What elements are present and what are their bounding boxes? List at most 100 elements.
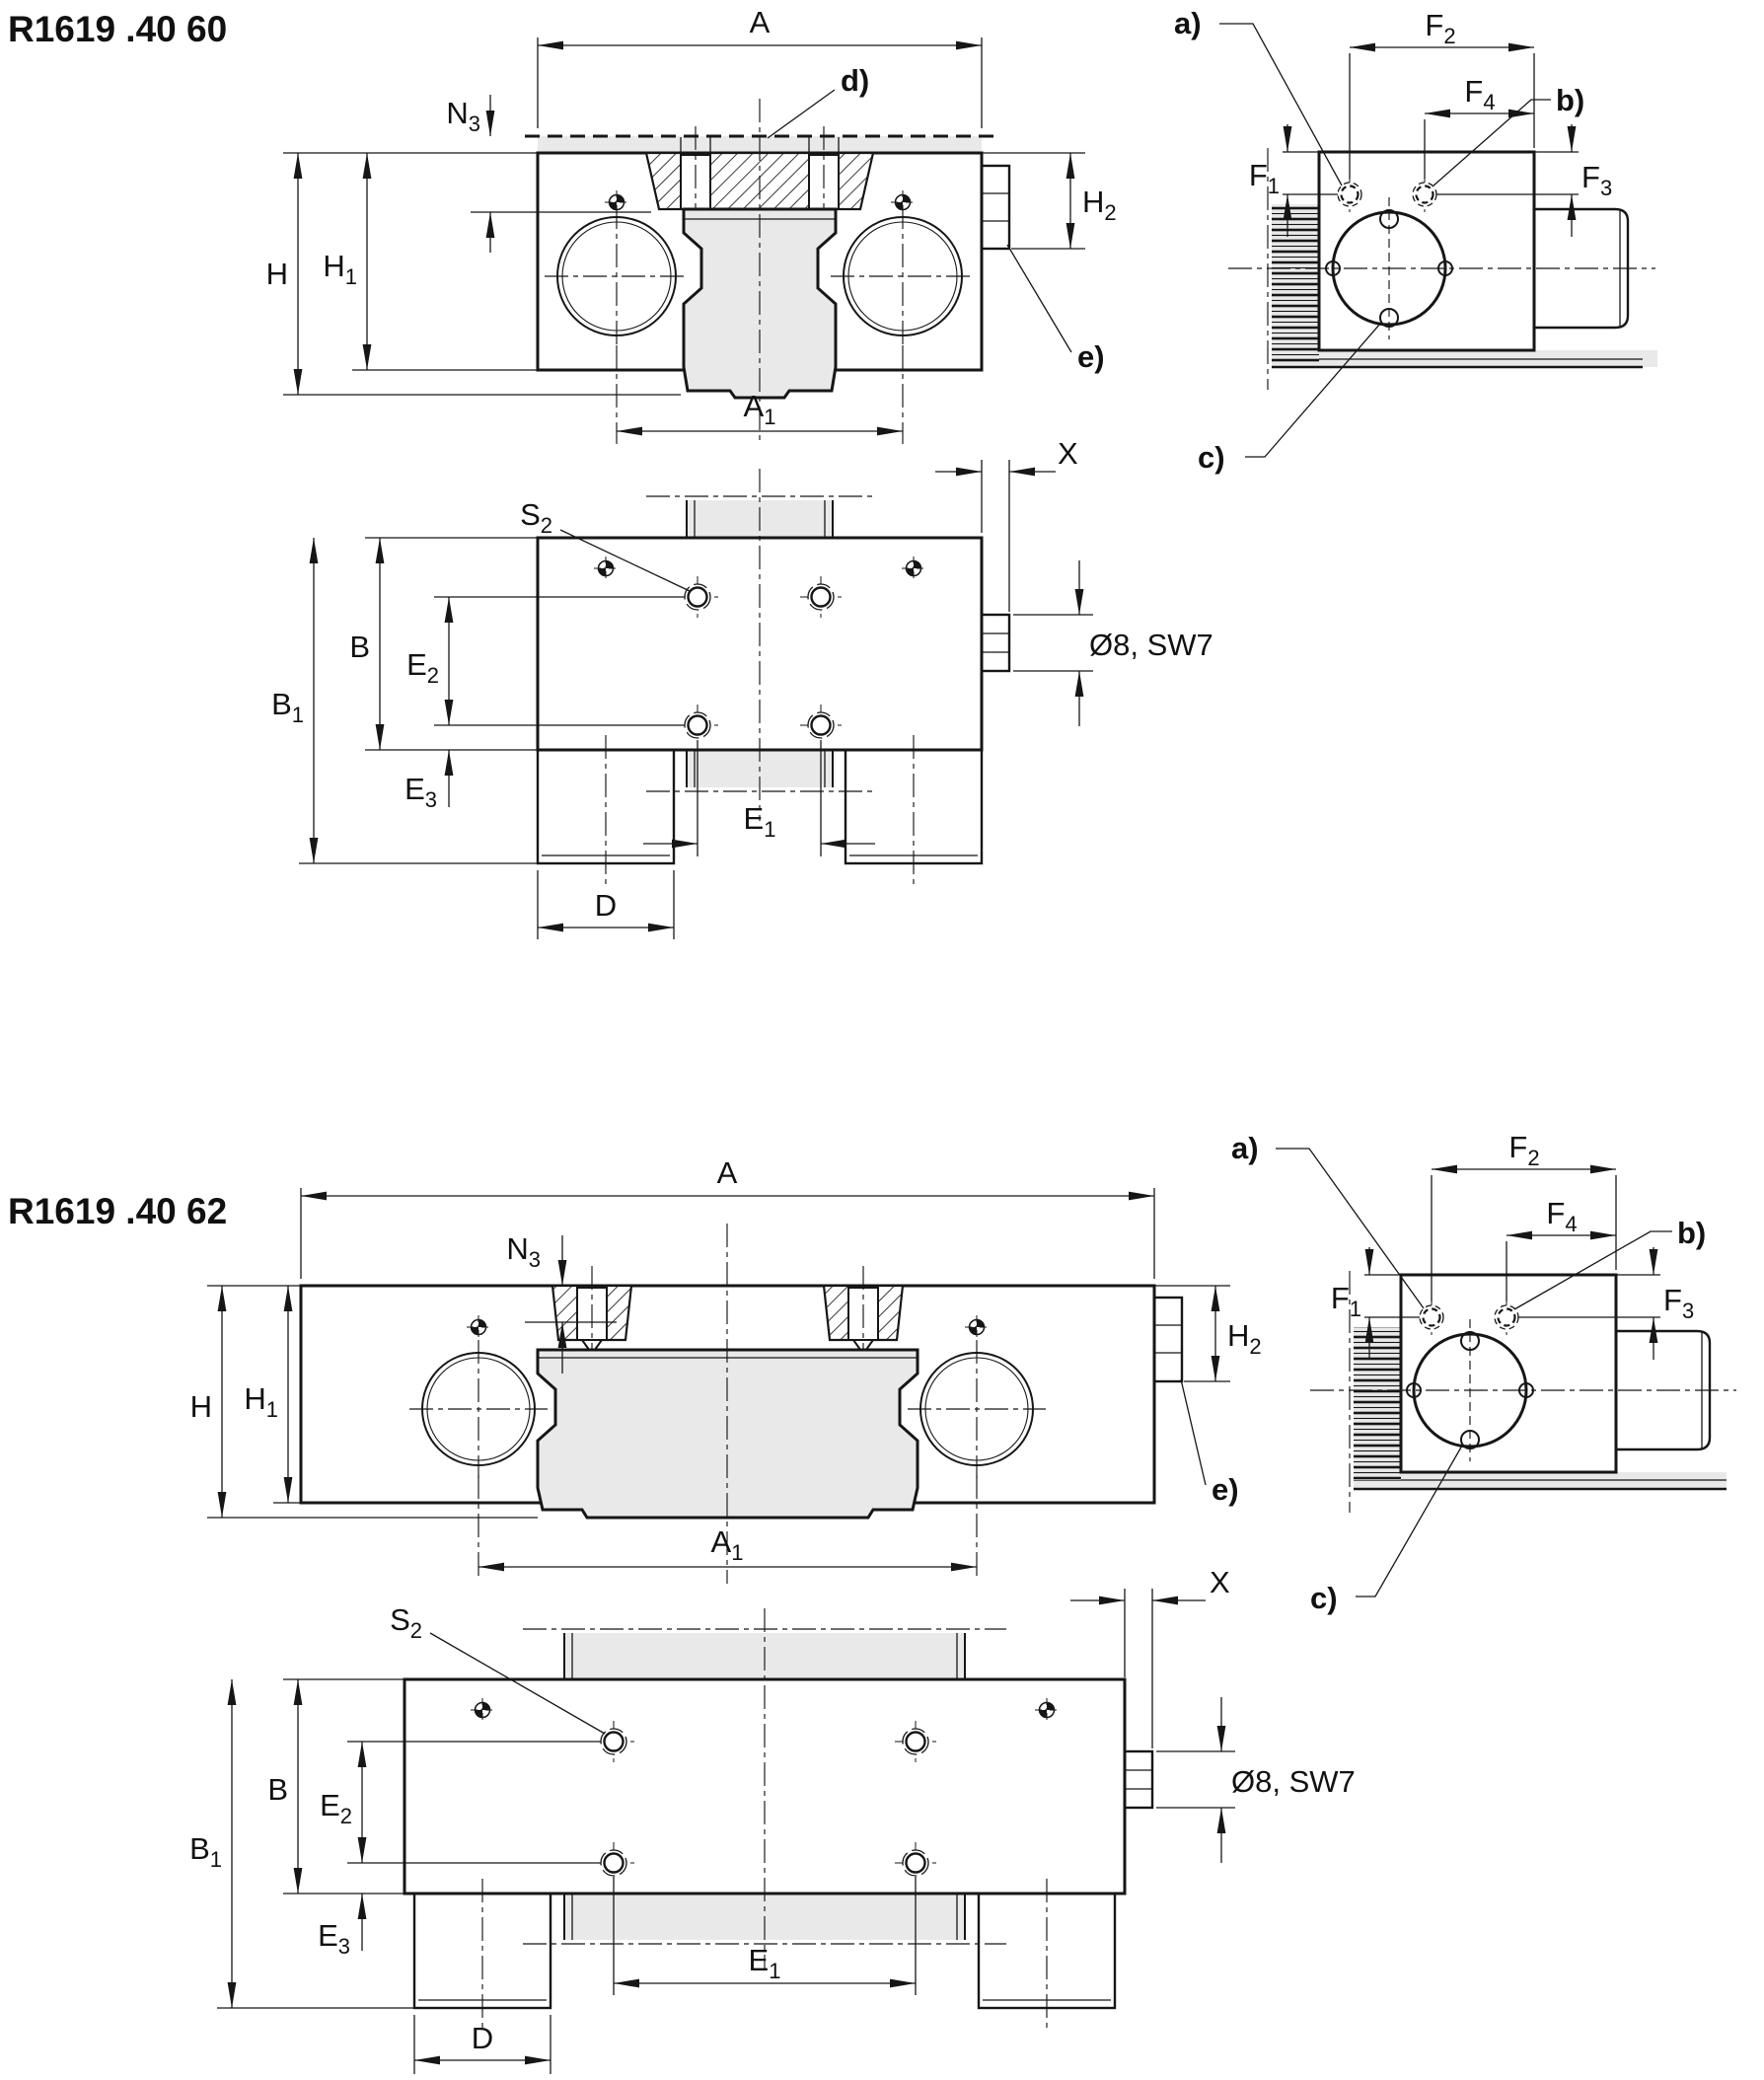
d1-plan-position-symbol-right <box>901 556 926 581</box>
d1-plan-foot-right <box>844 735 984 885</box>
d2-lube-hole-top <box>1460 1331 1480 1351</box>
d1-label-N3: N3 <box>446 96 480 136</box>
d2-dim-port: Ø8, SW7 <box>1156 1697 1356 1863</box>
d1-grease-lug <box>980 164 1011 251</box>
d2-callout-b: b) <box>1513 1216 1706 1310</box>
d2-plan-foot-left <box>412 1879 552 2030</box>
d2-dim-B1: B1 <box>189 1679 414 2009</box>
d1-dim-D: D <box>537 870 675 939</box>
d1-lube-hole-top <box>1379 209 1399 229</box>
d2-dim-E2: E2 <box>320 1741 601 1864</box>
d2-label-c: c) <box>1310 1581 1338 1615</box>
d1-label-F3: F3 <box>1581 160 1612 200</box>
d2-label-H1: H1 <box>244 1381 278 1422</box>
d2-dim-H1: H1 <box>244 1286 301 1504</box>
d1-dim-B1: B1 <box>271 538 538 864</box>
d2-label-F4: F4 <box>1546 1196 1577 1236</box>
d1-side-body <box>1317 150 1536 352</box>
d2-dim-E3: E3 <box>318 1894 367 1959</box>
d1-label-c: c) <box>1198 440 1225 475</box>
d1-label-A1: A1 <box>744 389 776 429</box>
d1-grease-nipple <box>980 613 1011 673</box>
d2-plan-view: S2 X Ø8, SW7 B B1 <box>189 1565 1356 2074</box>
d1-dim-H1: H1 <box>323 153 538 371</box>
d1-plan-foot-left <box>536 735 676 885</box>
drawing2-title: R1619 .40 62 <box>8 1191 227 1231</box>
d1-plan-view: S2 X Ø8, SW7 B <box>271 436 1213 939</box>
d2-side-body <box>1399 1273 1618 1474</box>
d1-hole-b <box>1411 175 1438 214</box>
d1-label-D: D <box>595 888 617 923</box>
d2-label-X: X <box>1210 1565 1230 1599</box>
d1-callout-a: a) <box>1174 6 1343 186</box>
d1-label-E1: E1 <box>744 801 776 842</box>
d1-dim-E1: E1 <box>643 740 875 856</box>
d2-dim-S2: S2 <box>390 1602 606 1735</box>
d2-boss-left <box>551 1266 633 1372</box>
d1-plan-hole-4 <box>798 703 844 748</box>
d1-label-port: Ø8, SW7 <box>1089 628 1213 662</box>
d2-dim-H2: H2 <box>1154 1285 1262 1382</box>
d2-dim-H: H <box>190 1285 538 1519</box>
d2-plan-position-symbol-left <box>470 1697 495 1723</box>
d2-label-b: b) <box>1677 1216 1706 1250</box>
d1-side-bore <box>1325 197 1453 339</box>
d1-dim-B: B <box>349 537 538 751</box>
d1-dim-E3: E3 <box>404 750 454 812</box>
d2-label-e: e) <box>1212 1472 1239 1507</box>
d1-dim-A: A <box>537 5 983 128</box>
d1-plan-position-symbol-left <box>593 556 619 581</box>
d1-left-bore <box>545 205 689 347</box>
d1-side-view: F2 F4 F1 F3 a) b <box>1174 6 1657 475</box>
d1-side-rail-section <box>1272 204 1319 363</box>
d2-label-D: D <box>472 2021 493 2055</box>
d2-dim-D: D <box>413 2015 551 2074</box>
d2-label-H: H <box>190 1389 212 1424</box>
d1-dim-F4: F4 <box>1424 74 1534 179</box>
d2-dim-E1: E1 <box>613 1877 917 1995</box>
d1-dim-F3: F3 <box>1436 124 1612 237</box>
d2-label-S2: S2 <box>390 1602 422 1643</box>
d2-grease-nipple <box>1123 1749 1154 1810</box>
d2-label-A: A <box>717 1155 738 1190</box>
d2-label-B: B <box>267 1772 288 1807</box>
d1-dim-F2: F2 <box>1349 8 1535 179</box>
d2-hole-b <box>1493 1298 1520 1337</box>
d1-hole-a <box>1336 175 1363 214</box>
d2-side-rail-section <box>1354 1327 1401 1480</box>
d2-label-E2: E2 <box>320 1788 352 1828</box>
d2-label-N3: N3 <box>506 1231 541 1272</box>
d2-label-E1: E1 <box>749 1943 781 1983</box>
d2-callout-e: e) <box>1180 1378 1239 1507</box>
d1-callout-c: c) <box>1198 323 1381 475</box>
d1-lube-hole-bottom <box>1379 308 1399 328</box>
d2-label-E3: E3 <box>318 1918 350 1959</box>
d1-dim-E2: E2 <box>406 596 685 726</box>
d2-plan-position-symbol-right <box>1034 1697 1060 1723</box>
d2-side-view: F2 F4 F1 F3 a) b) <box>1231 1130 1736 1615</box>
d2-lube-hole-bottom <box>1460 1430 1480 1449</box>
d2-position-symbol-left <box>466 1314 491 1340</box>
d1-label-F1: F1 <box>1249 158 1280 198</box>
d2-label-F2: F2 <box>1508 1130 1539 1170</box>
d2-left-bore <box>409 1340 548 1478</box>
d2-side-bore <box>1406 1319 1534 1461</box>
d2-plan-foot-right <box>977 1879 1117 2030</box>
d1-label-B: B <box>349 630 370 664</box>
d1-plan-hole-2 <box>798 574 844 620</box>
d2-label-port: Ø8, SW7 <box>1231 1764 1356 1799</box>
d2-label-a: a) <box>1231 1131 1259 1165</box>
d1-label-S2: S2 <box>520 497 552 538</box>
d2-grease-lug <box>1152 1296 1184 1383</box>
d2-dim-F1: F1 <box>1331 1247 1420 1360</box>
d1-front-view: A A1 N3 H H1 <box>266 5 1117 444</box>
d2-dim-B: B <box>267 1678 404 1894</box>
d2-boss-right <box>822 1266 905 1372</box>
d1-dim-H: H <box>266 152 681 396</box>
d1-label-F2: F2 <box>1425 8 1455 48</box>
d1-label-X: X <box>1058 436 1078 471</box>
d1-right-bore <box>831 205 975 347</box>
d1-dim-A1: A1 <box>616 345 904 444</box>
d1-dim-N3: N3 <box>446 95 651 253</box>
